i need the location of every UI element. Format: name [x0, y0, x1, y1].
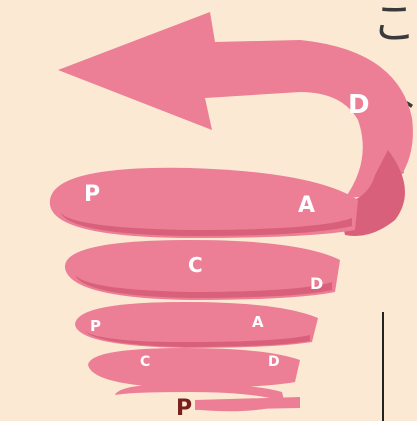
label-d-top: D — [348, 90, 370, 120]
label-a-2: A — [252, 313, 264, 331]
spiral-ring-2-inner — [75, 275, 332, 298]
label-d-2: D — [268, 354, 280, 370]
label-p-1: P — [84, 182, 100, 207]
cropped-text-top: こ — [372, 0, 416, 49]
spiral-ring-3-inner — [84, 330, 310, 347]
spiral-ring-4 — [88, 348, 300, 388]
vertical-divider-line — [382, 312, 384, 421]
spiral-tail-end — [195, 397, 300, 410]
spiral-ring-1-inner — [60, 212, 352, 236]
spiral-ring-1 — [49, 167, 358, 238]
label-a-1: A — [298, 193, 315, 218]
label-p-final: P — [176, 396, 192, 421]
spiral-ring-2 — [64, 240, 340, 300]
label-p-2: P — [90, 317, 101, 335]
label-c-2: C — [140, 354, 150, 370]
arrow-head — [58, 12, 413, 198]
label-d-1: D — [310, 274, 323, 293]
label-c-1: C — [188, 253, 203, 277]
spiral-ring-3 — [75, 302, 318, 348]
